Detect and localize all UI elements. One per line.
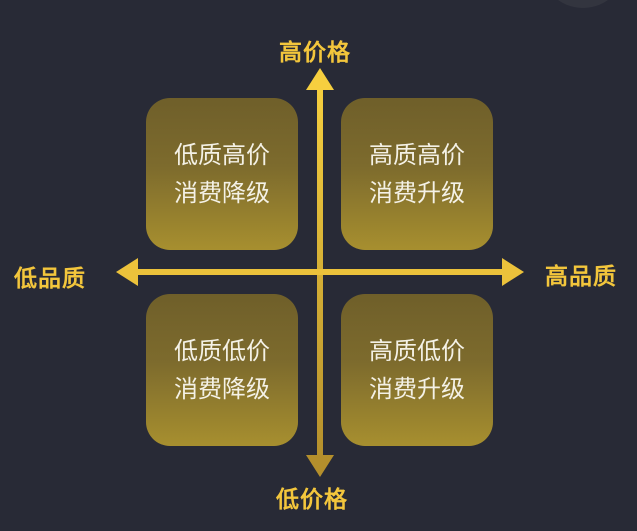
arrow-up-icon [306,68,334,90]
axis-label-high-price: 高价格 [279,40,351,66]
quadrant-subtitle: 消费升级 [369,375,465,403]
quadrant-title: 低质低价 [174,337,270,365]
quadrant-high-quality-high-price: 高质高价 消费升级 [341,98,493,250]
decorative-circle [540,0,626,8]
axis-label-low-quality: 低品质 [14,266,86,292]
arrow-right-icon [502,258,524,286]
horizontal-axis-line [132,269,509,275]
quadrant-title: 高质高价 [369,141,465,169]
quadrant-low-quality-low-price: 低质低价 消费降级 [146,294,298,446]
quadrant-low-quality-high-price: 低质高价 消费降级 [146,98,298,250]
arrow-down-icon [306,455,334,477]
quadrant-subtitle: 消费升级 [369,179,465,207]
quadrant-subtitle: 消费降级 [174,179,270,207]
quadrant-title: 高质低价 [369,337,465,365]
quadrant-high-quality-low-price: 高质低价 消费升级 [341,294,493,446]
quadrant-subtitle: 消费降级 [174,375,270,403]
axis-label-low-price: 低价格 [276,487,348,513]
arrow-left-icon [116,258,138,286]
axis-label-high-quality: 高品质 [545,264,617,290]
quadrant-title: 低质高价 [174,141,270,169]
